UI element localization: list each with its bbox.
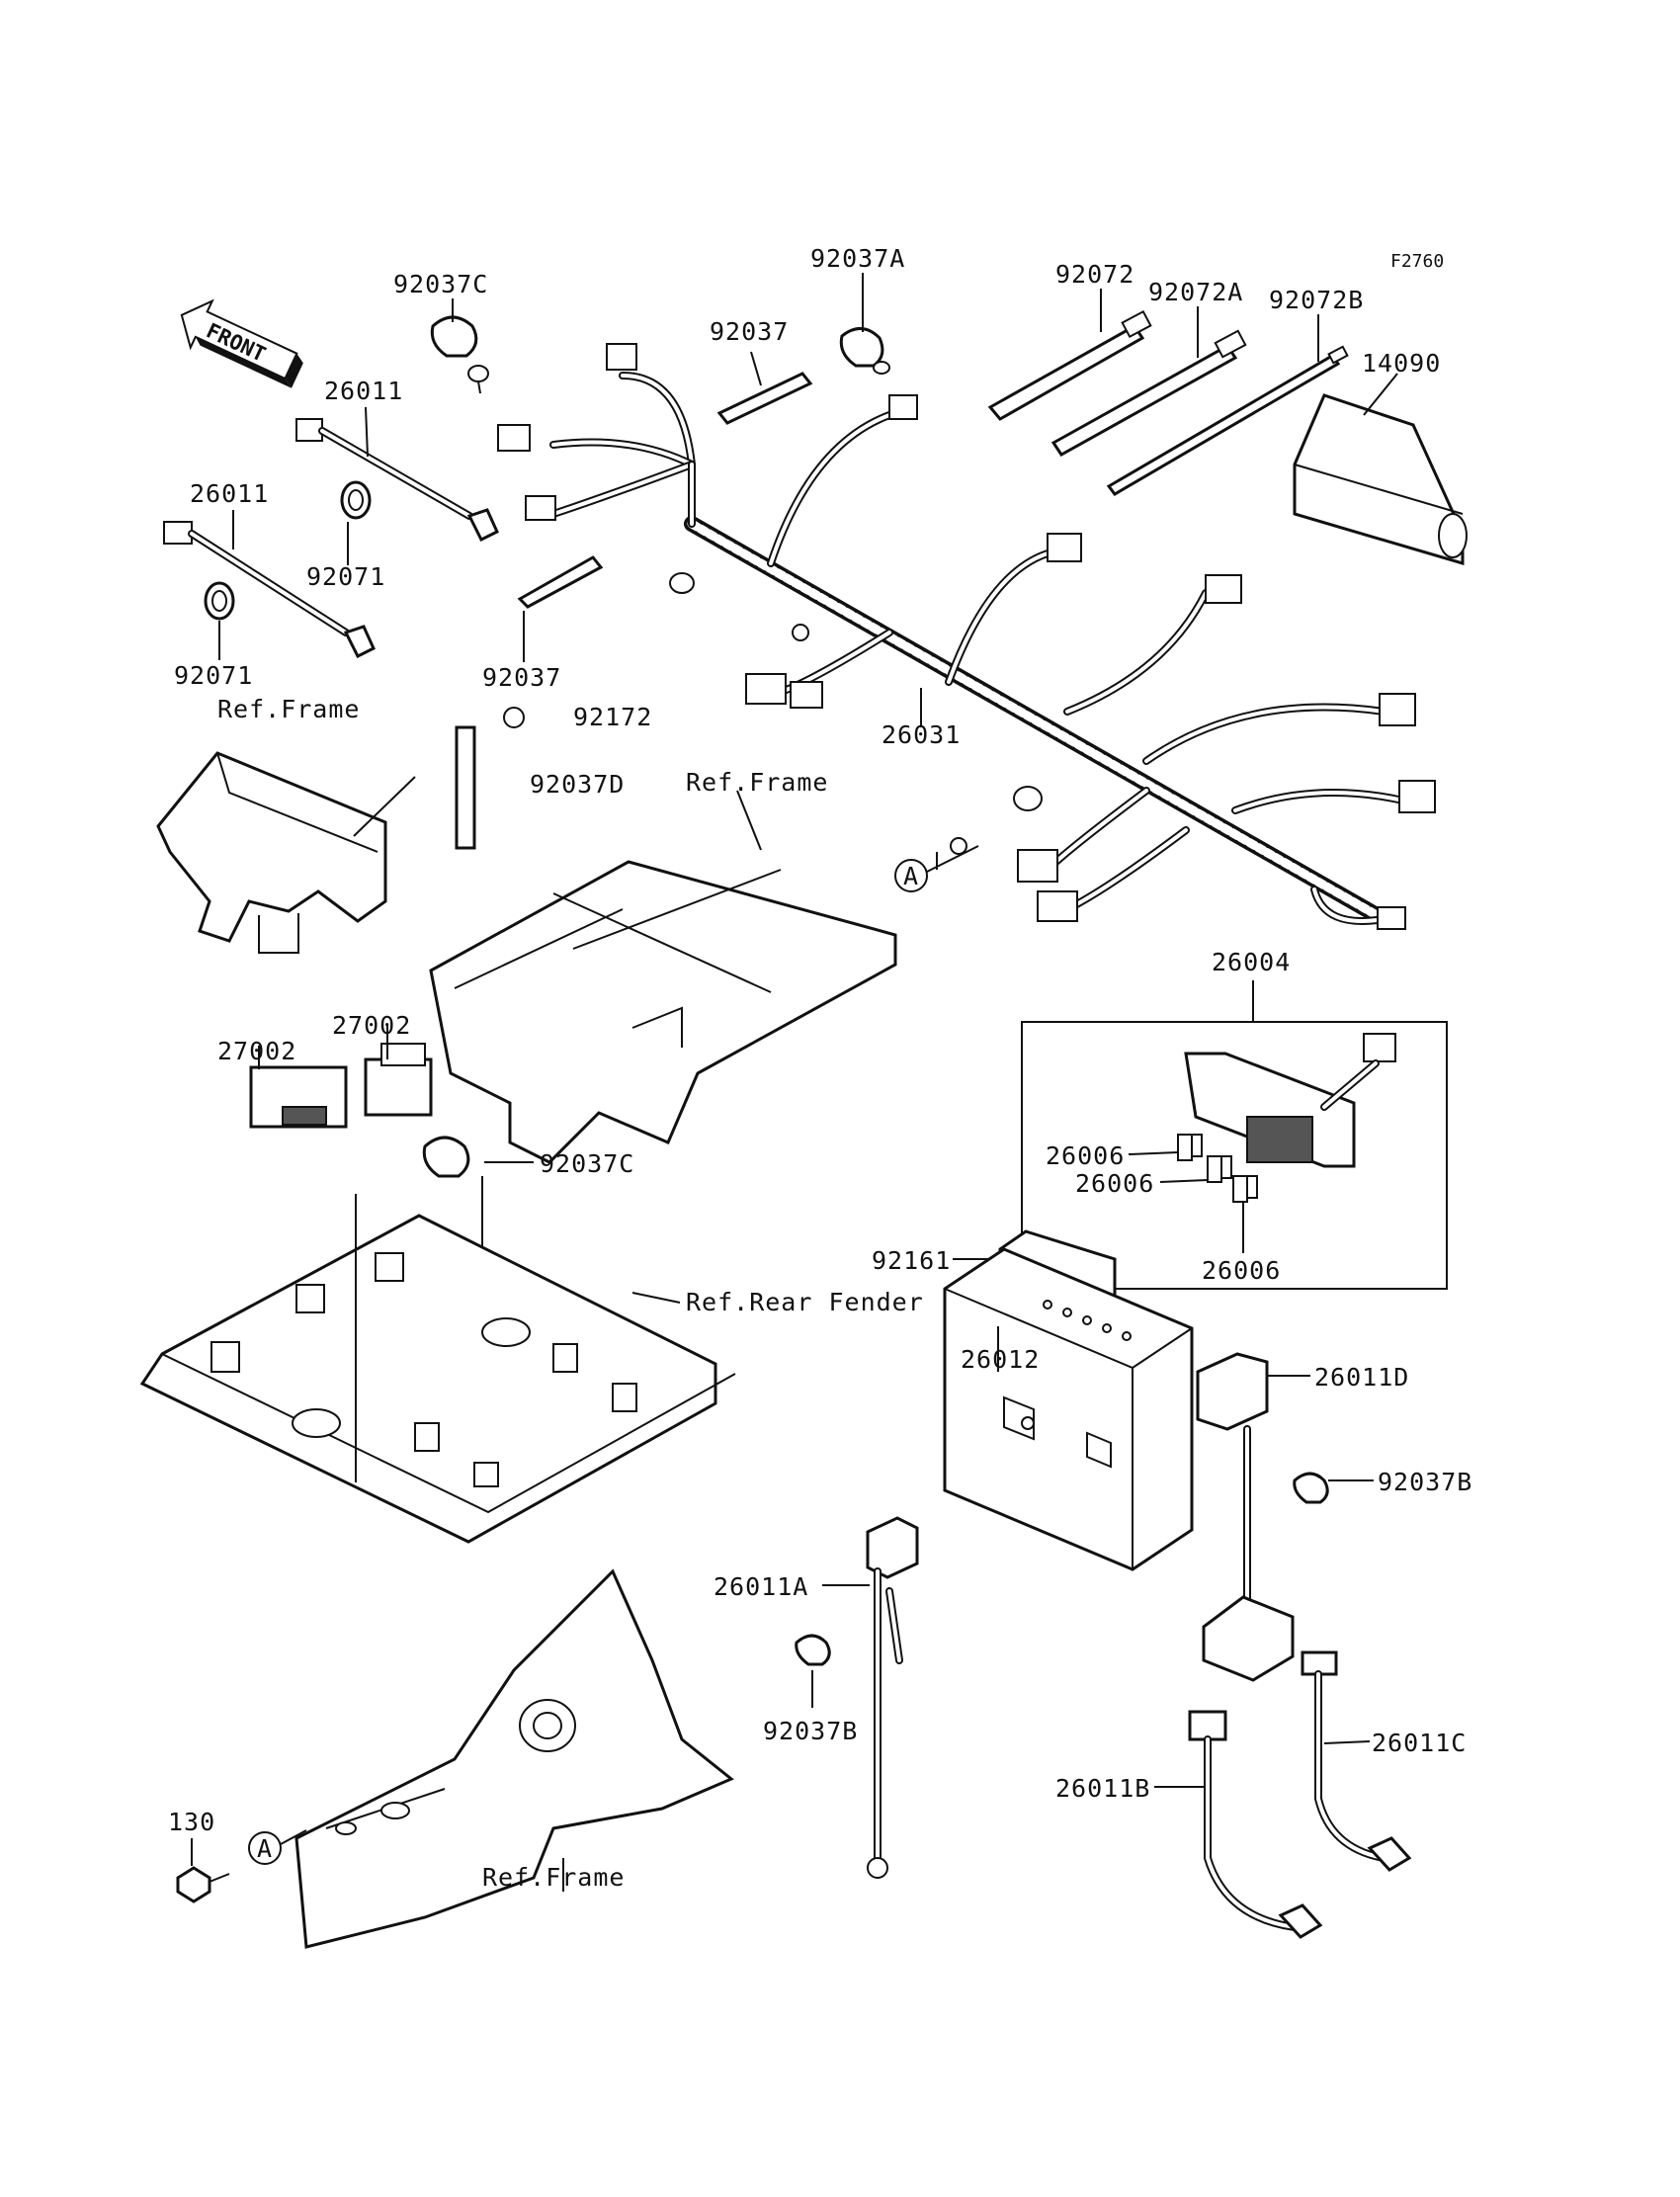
- cable-26011A: [866, 1516, 919, 1879]
- label-92037A: 92037A: [810, 244, 905, 273]
- label-92037B-left: 92037B: [763, 1717, 858, 1745]
- sub-harness-26011-lower: [163, 521, 376, 659]
- label-26011-upper: 26011: [324, 377, 403, 405]
- fuse-26006-c: [1232, 1175, 1258, 1203]
- plate-92037D: [455, 725, 476, 850]
- clamp-92037B-left: [795, 1634, 831, 1666]
- label-ref-rear-fender: Ref.Rear Fender: [686, 1288, 924, 1316]
- main-harness-26031: [549, 372, 1407, 927]
- label-92172: 92172: [573, 703, 652, 731]
- fuse-26006-a: [1177, 1134, 1203, 1161]
- label-27002-right: 27002: [332, 1011, 411, 1040]
- cable-26011B: [1188, 1710, 1323, 1939]
- label-92071-lower: 92071: [174, 661, 253, 690]
- label-92037B-right: 92037B: [1378, 1468, 1472, 1496]
- harness-connectors: [497, 343, 1436, 930]
- callout-a-lower: A: [248, 1831, 282, 1865]
- label-92072B: 92072B: [1269, 286, 1364, 314]
- cable-tie-92072B: [1106, 345, 1349, 496]
- frame-bracket-left: [156, 751, 387, 954]
- cable-26011C: [1301, 1650, 1412, 1872]
- callout-a-upper-label: A: [903, 862, 919, 890]
- label-92037C-mid: 92037C: [540, 1149, 634, 1178]
- relay-27002-right: [364, 1043, 433, 1117]
- label-26006-a: 26006: [1046, 1141, 1125, 1170]
- label-26011D: 26011D: [1314, 1363, 1409, 1392]
- figure-code: F2760: [1390, 251, 1444, 272]
- frame-lower: [294, 1568, 734, 1949]
- label-130: 130: [168, 1808, 215, 1836]
- label-92161: 92161: [872, 1246, 951, 1275]
- label-26006-c: 26006: [1202, 1256, 1281, 1285]
- label-26006-b: 26006: [1075, 1169, 1154, 1198]
- plate-92037-mid: [517, 555, 604, 609]
- cable-tie-92072A: [1050, 329, 1247, 457]
- label-26011-lower: 26011: [190, 479, 269, 508]
- clamp-92037A: [839, 327, 890, 375]
- clamp-92037B-right: [1293, 1472, 1329, 1504]
- label-26004: 26004: [1212, 948, 1291, 976]
- part-labels: 92037C 92037A 92037 92072 92072A 92072B …: [168, 244, 1472, 1892]
- label-92037-mid: 92037: [482, 663, 561, 692]
- cover-14090: [1293, 393, 1468, 566]
- label-92037C-top: 92037C: [393, 270, 488, 298]
- cable-26011D: [1196, 1352, 1295, 1682]
- label-26011A: 26011A: [714, 1572, 808, 1601]
- cable-tie-92072: [987, 309, 1152, 421]
- junction-box-26004: [1184, 1033, 1396, 1168]
- label-92072: 92072: [1055, 260, 1134, 289]
- front-arrow-icon: FRONT: [180, 298, 303, 388]
- label-ref-frame-1: Ref.Frame: [217, 695, 360, 723]
- label-92071-upper: 92071: [306, 562, 385, 591]
- callout-a-upper: A: [894, 859, 928, 892]
- callout-a-lower-label: A: [257, 1834, 273, 1863]
- label-26031: 26031: [882, 720, 961, 749]
- label-92037D: 92037D: [530, 770, 625, 799]
- grommet-92071-upper: [340, 480, 372, 520]
- grommet-92071-lower: [204, 581, 235, 621]
- fuse-26006-b: [1207, 1155, 1232, 1183]
- clamp-92037C-mid: [422, 1136, 534, 1178]
- clamp-92037C-top: [430, 315, 489, 394]
- plate-92037-top: [716, 372, 813, 425]
- relay-27002-left: [249, 1065, 348, 1129]
- label-92037-top: 92037: [710, 317, 789, 346]
- label-14090: 14090: [1362, 349, 1441, 378]
- rear-fender: [139, 1214, 736, 1544]
- label-26012: 26012: [961, 1345, 1040, 1374]
- frame-center: [429, 860, 897, 1164]
- label-27002-left: 27002: [217, 1037, 296, 1065]
- battery-26012: [943, 1247, 1194, 1571]
- label-92072A: 92072A: [1148, 278, 1243, 306]
- label-26011C: 26011C: [1372, 1729, 1467, 1757]
- fuse-box-group-frame: [1021, 1021, 1448, 1290]
- label-26011B: 26011B: [1055, 1774, 1150, 1803]
- label-ref-frame-2: Ref.Frame: [686, 768, 828, 797]
- sub-harness-26011-upper: [295, 418, 499, 543]
- bolt-130-icon: [176, 1866, 230, 1903]
- label-ref-frame-3: Ref.Frame: [482, 1863, 625, 1892]
